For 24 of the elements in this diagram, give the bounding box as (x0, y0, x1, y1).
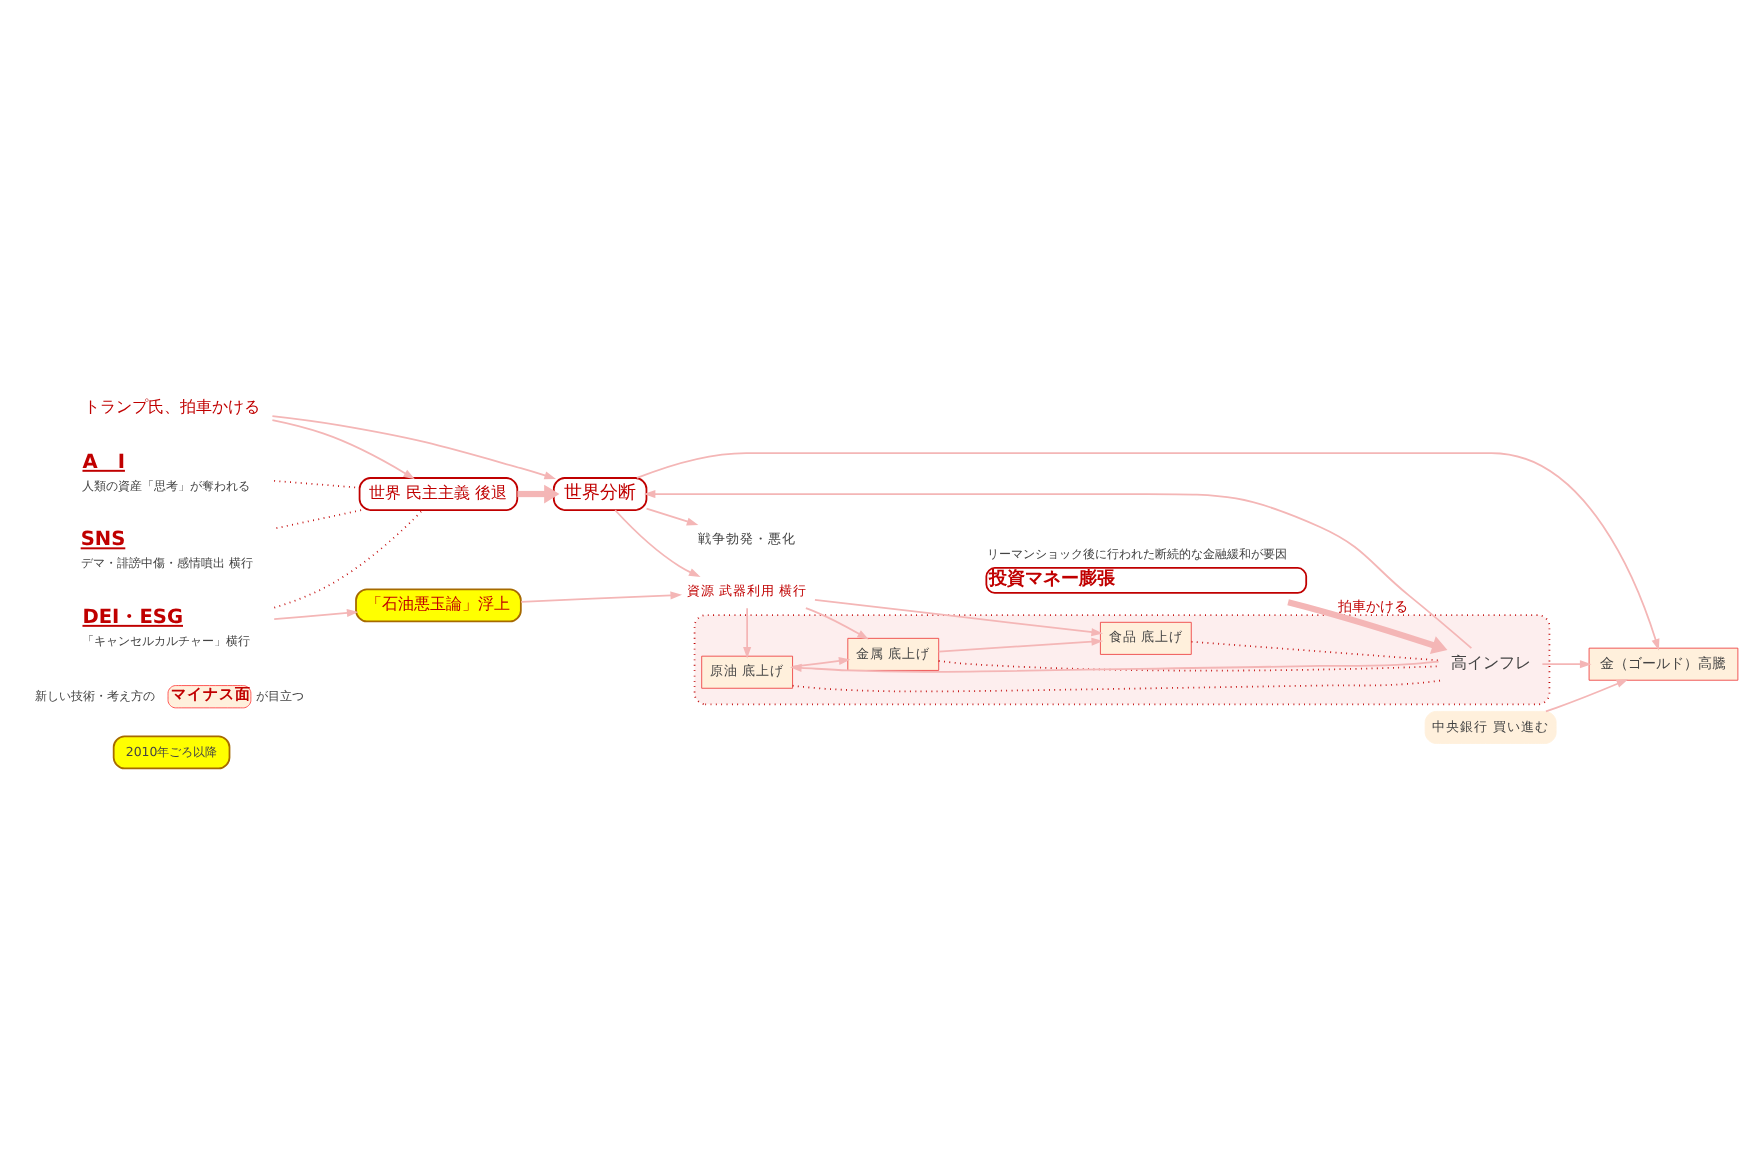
arrow (937, 636, 1104, 652)
arrow (645, 506, 699, 525)
arrow (271, 414, 556, 479)
arrow (1545, 678, 1629, 712)
arrow (1287, 598, 1448, 654)
connector (275, 508, 363, 528)
arrow (1541, 659, 1592, 668)
arrow (643, 488, 1473, 648)
arrow (636, 451, 1660, 650)
connector (273, 508, 424, 608)
arrow (517, 483, 560, 503)
arrow (805, 606, 869, 639)
arrow (743, 606, 752, 658)
arrow (520, 590, 683, 602)
arrow (271, 418, 415, 479)
node-box: 投資マネー膨張 (985, 566, 1308, 593)
arrow (273, 607, 359, 619)
cluster (693, 613, 1551, 705)
connector (273, 478, 361, 488)
arrow (814, 597, 1103, 636)
node-box: 世界分断 (552, 476, 648, 510)
arrow (614, 508, 701, 577)
connector (937, 659, 1440, 671)
connector (791, 678, 1444, 692)
